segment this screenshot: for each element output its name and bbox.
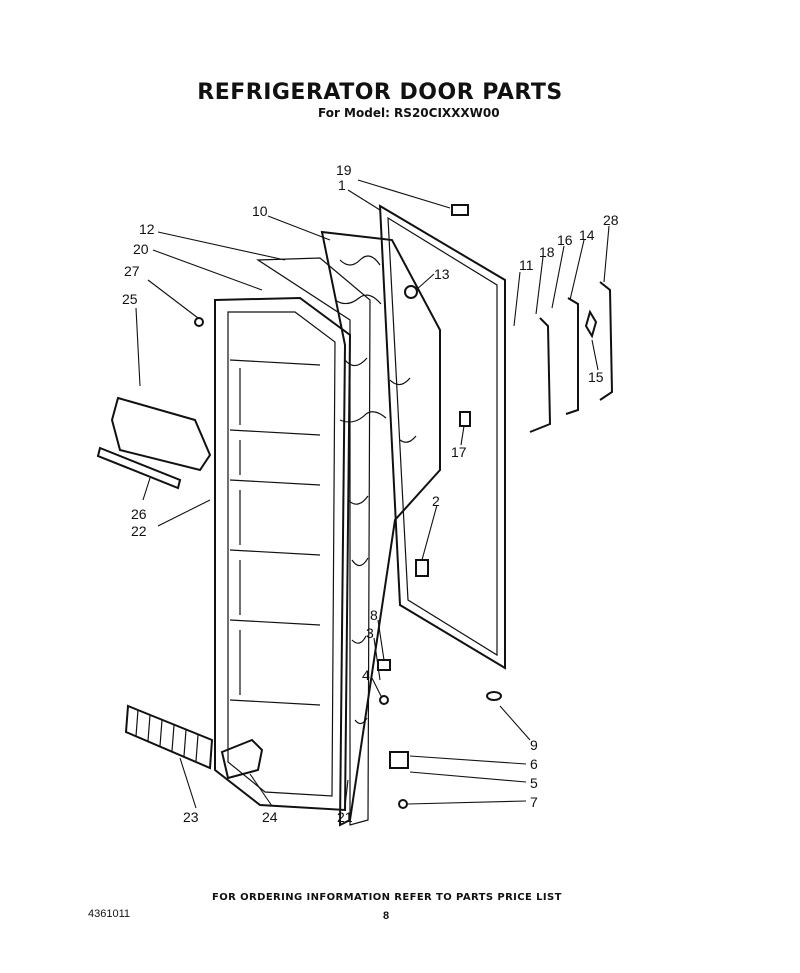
- nameplate: [451, 204, 469, 216]
- grille: [124, 704, 214, 770]
- part-label-20: 20: [133, 241, 149, 257]
- screw-small: [194, 317, 204, 327]
- page-title: REFRIGERATOR DOOR PARTS: [197, 80, 563, 105]
- part-label-22: 22: [131, 523, 147, 539]
- part-label-10: 10: [252, 203, 268, 219]
- part-label-19: 19: [336, 162, 352, 178]
- page-number: 8: [383, 910, 390, 922]
- door-liner: [214, 296, 352, 812]
- part-label-14: 14: [579, 227, 595, 243]
- part-label-12: 12: [139, 221, 155, 237]
- part-label-8: 8: [370, 607, 378, 623]
- part-label-11: 11: [519, 257, 534, 273]
- part-label-21: 21: [337, 809, 353, 825]
- part-label-5: 5: [530, 775, 538, 791]
- hinge-part: [459, 411, 471, 427]
- document-number: 4361011: [88, 908, 131, 920]
- part-label-3: 3: [366, 625, 374, 641]
- part-label-15: 15: [588, 369, 604, 385]
- screw: [379, 695, 389, 705]
- part-label-4: 4: [362, 667, 370, 683]
- bin-trim: [96, 446, 182, 490]
- washer: [486, 691, 502, 701]
- part-label-2: 2: [432, 493, 440, 509]
- part-label-25: 25: [122, 291, 138, 307]
- insulation-panel: [320, 230, 441, 827]
- part-label-9: 9: [530, 737, 538, 753]
- outer-door-panel: [378, 204, 506, 670]
- door-handle-left: [529, 317, 552, 433]
- hinge-pin: [398, 799, 408, 809]
- bottom-hinge: [389, 751, 409, 769]
- hinge-cover: [220, 738, 264, 780]
- model-subtitle: For Model: RS20CIXXXW00: [318, 106, 500, 120]
- bracket: [415, 559, 429, 577]
- door-handle-center: [565, 297, 579, 415]
- part-label-28: 28: [603, 212, 619, 228]
- stop-bumper: [404, 285, 418, 299]
- part-label-16: 16: [557, 232, 573, 248]
- part-label-6: 6: [530, 756, 538, 772]
- part-label-7: 7: [530, 794, 538, 810]
- ordering-note: FOR ORDERING INFORMATION REFER TO PARTS …: [212, 892, 562, 903]
- door-bin: [110, 396, 212, 472]
- part-label-23: 23: [183, 809, 199, 825]
- door-gasket: [256, 257, 371, 826]
- part-label-27: 27: [124, 263, 140, 279]
- door-handle-right: [599, 281, 614, 401]
- handle-clip: [584, 309, 598, 339]
- part-label-24: 24: [262, 809, 278, 825]
- part-label-1: 1: [338, 177, 346, 193]
- part-label-26: 26: [131, 506, 147, 522]
- part-label-17: 17: [451, 444, 467, 460]
- hinge-bearing: [377, 659, 391, 671]
- part-label-13: 13: [434, 266, 450, 282]
- part-label-18: 18: [539, 244, 555, 260]
